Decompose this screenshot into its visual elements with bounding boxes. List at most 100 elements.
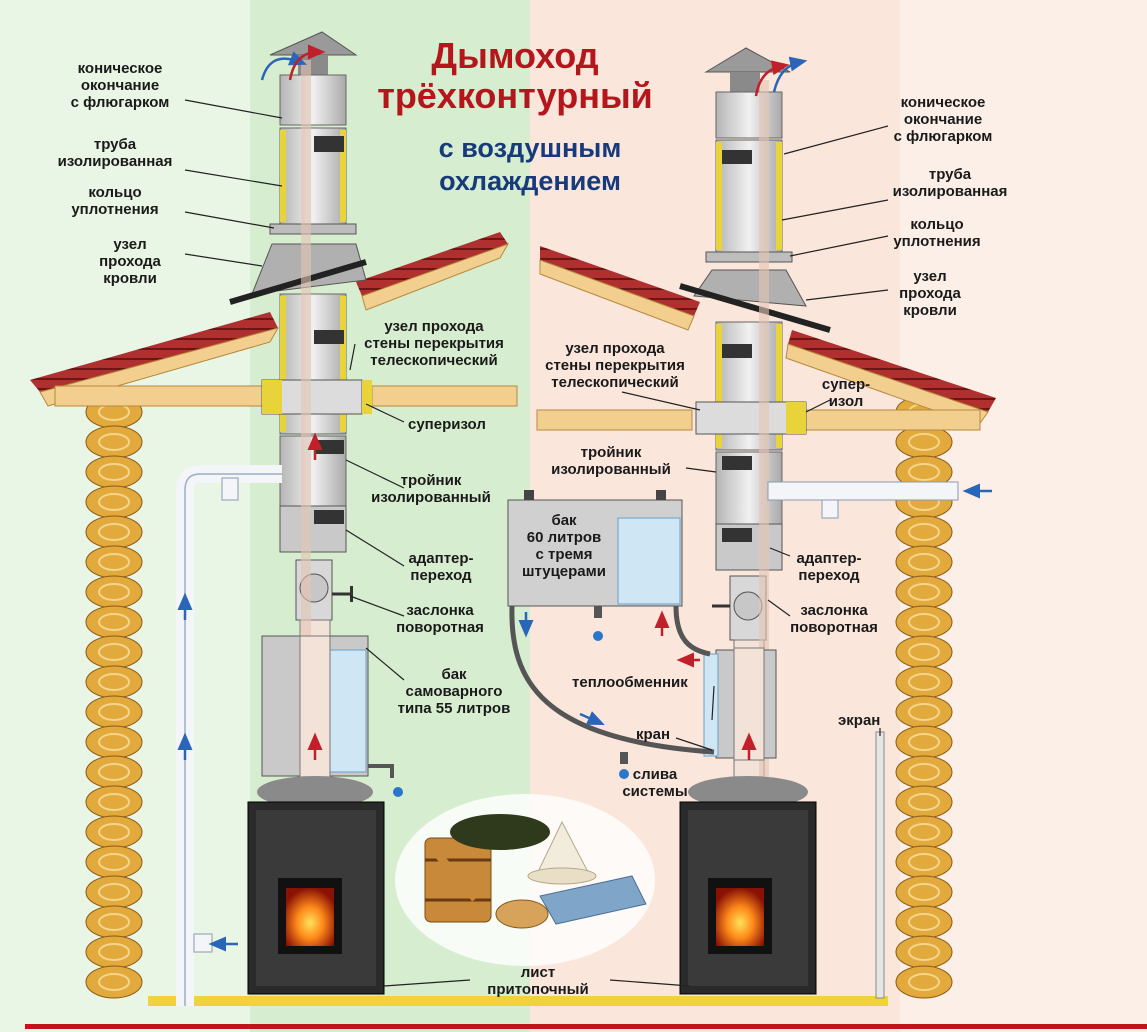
log-end [895,875,953,909]
log-ring [908,433,940,451]
log-end [85,665,143,699]
log-end [85,755,143,789]
log-ring [908,583,940,601]
log-end [895,605,953,639]
log-ring [908,613,940,631]
log-end [895,575,953,609]
label-left-adapter: адаптер- переход [408,550,474,584]
diagram-title: Дымоход трёхконтурный [350,36,680,116]
right-air-pipe [767,481,959,999]
log-end [895,905,953,939]
log-end [85,515,143,549]
label-right-tank: бак 60 литров с тремя штуцерами [522,512,606,580]
log-end [895,755,953,789]
log-ring [908,853,940,871]
label-left-cap: коническое окончание с флюгарком [70,60,170,111]
subtitle-line-1: с воздушным [438,133,622,163]
log-ring [908,943,940,961]
log-ring [908,793,940,811]
log-end [85,725,143,759]
log-end [85,695,143,729]
log-ring [908,883,940,901]
log-ring [908,553,940,571]
log-ring [908,643,940,661]
label-right-pipe: труба изолированная [892,166,1008,200]
diagram-subtitle: с воздушным охлаждением [350,132,710,198]
subtitle-line-2: охлаждением [439,166,621,196]
flow-arrows [177,44,992,952]
log-ring [98,883,130,901]
log-ring [98,523,130,541]
log-end [895,515,953,549]
log-end [85,845,143,879]
log-ring [98,463,130,481]
label-left-wall-node: узел прохода стены перекрытия телескопич… [364,318,504,369]
log-ring [98,943,130,961]
log-ring [98,553,130,571]
log-ring [98,433,130,451]
log-end [85,905,143,939]
log-ring [908,463,940,481]
log-ring [98,493,130,511]
log-end [85,935,143,969]
log-end [895,725,953,759]
floor-line [25,1024,1147,1029]
label-right-roof-node: узел прохода кровли [899,268,961,319]
log-ring [98,913,130,931]
sauna-accessories [395,794,655,966]
log-ring [908,673,940,691]
label-right-superizol: супер- изол [821,376,871,410]
log-end [85,815,143,849]
log-ring [98,583,130,601]
label-right-drain: слива системы [622,766,688,800]
log-ring [908,523,940,541]
label-left-damper: заслонка поворотная [396,602,484,636]
label-floor-sheet: лист притопочный [487,964,589,998]
log-end [85,605,143,639]
right-log-wall [895,395,953,999]
title-line-2: трёхконтурный [377,75,653,116]
log-end [85,485,143,519]
label-right-wall-node: узел прохода стены перекрытия телескопич… [545,340,685,391]
log-end [895,965,953,999]
label-right-heat-exchanger: теплообменник [572,674,688,691]
log-ring [908,913,940,931]
log-end [895,545,953,579]
label-right-damper: заслонка поворотная [790,602,878,636]
log-end [85,425,143,459]
label-left-ring: кольцо уплотнения [71,184,159,218]
log-ring [98,823,130,841]
log-end [85,545,143,579]
label-right-tee: тройник изолированный [551,444,671,478]
right-stove [679,776,817,995]
log-end [85,635,143,669]
log-end [895,785,953,819]
log-end [85,965,143,999]
log-ring [98,733,130,751]
log-end [85,575,143,609]
label-right-ring: кольцо уплотнения [893,216,981,250]
log-end [85,875,143,909]
label-right-cap: коническое окончание с флюгарком [893,94,993,145]
log-ring [98,793,130,811]
log-end [895,815,953,849]
label-right-valve: кран [636,726,671,743]
log-end [895,695,953,729]
log-end [895,935,953,969]
log-ring [908,763,940,781]
label-left-superizol: суперизол [408,416,486,433]
log-ring [98,853,130,871]
right-roof [536,246,996,431]
log-ring [98,673,130,691]
left-air-pipe [176,465,282,1006]
log-end [895,665,953,699]
label-left-tee: тройник изолированный [371,472,491,506]
label-left-pipe: труба изолированная [57,136,173,170]
log-end [85,455,143,489]
left-roof [30,232,518,407]
log-ring [98,643,130,661]
leader-lines [184,99,889,987]
tank-60l [507,490,715,779]
